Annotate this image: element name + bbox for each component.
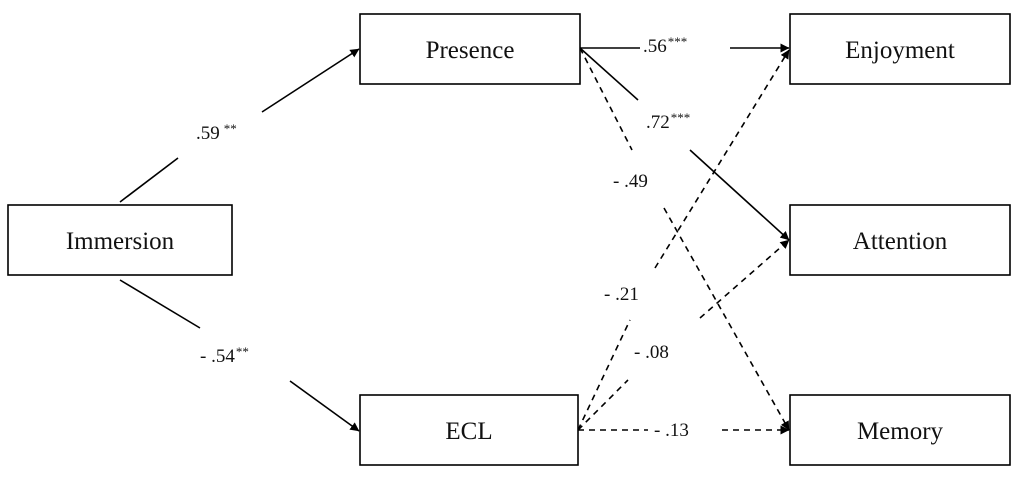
- coef-immersion-ecl: - .54**: [200, 344, 249, 367]
- coef-presence-attention: .72***: [646, 110, 690, 133]
- node-attention-box: [789, 204, 1011, 276]
- node-memory-box: [789, 394, 1011, 466]
- node-immersion: Immersion: [7, 204, 233, 276]
- node-ecl-label: ECL: [445, 418, 492, 445]
- node-enjoyment-box: [789, 13, 1011, 85]
- coef-ecl-enjoyment: - .21: [604, 284, 639, 305]
- node-presence: Presence: [359, 13, 581, 85]
- arrow-immersion-presence-start: [119, 157, 179, 203]
- node-memory: Memory: [789, 394, 1011, 466]
- node-immersion-label: Immersion: [66, 228, 175, 255]
- arrow-immersion-presence: [261, 48, 360, 113]
- arrow-immersion-ecl-start: [119, 279, 201, 329]
- arrow-ecl-enjoyment-start: [577, 319, 631, 431]
- arrow-presence-attention: [689, 149, 790, 241]
- coef-ecl-attention: - .08: [634, 342, 669, 363]
- arrow-ecl-enjoyment: [654, 49, 790, 269]
- node-immersion-box: [7, 204, 233, 276]
- coef-immersion-presence: .59**: [196, 121, 237, 144]
- path-arrows: [119, 43, 790, 435]
- arrow-presence-memory: [663, 207, 790, 431]
- arrow-presence-attention-start: [579, 47, 639, 101]
- node-attention-label: Attention: [853, 228, 948, 255]
- arrow-ecl-attention-start: [577, 379, 629, 431]
- node-ecl: ECL: [359, 394, 579, 466]
- arrow-presence-memory-start: [579, 47, 633, 151]
- arrow-ecl-attention: [699, 239, 790, 319]
- node-attention: Attention: [789, 204, 1011, 276]
- arrow-immersion-ecl: [289, 380, 360, 432]
- coef-presence-enjoyment: .56***: [643, 34, 687, 57]
- coef-ecl-memory: - .13: [654, 420, 689, 441]
- node-ecl-box: [359, 394, 579, 466]
- node-enjoyment: Enjoyment: [789, 13, 1011, 85]
- node-enjoyment-label: Enjoyment: [845, 37, 955, 64]
- node-presence-box: [359, 13, 581, 85]
- coef-presence-memory: - .49: [613, 171, 648, 192]
- node-memory-label: Memory: [857, 418, 944, 445]
- node-presence-label: Presence: [426, 37, 515, 64]
- path-coefficients: .59** - .54** .56*** .72*** - .49 - .21 …: [196, 34, 690, 441]
